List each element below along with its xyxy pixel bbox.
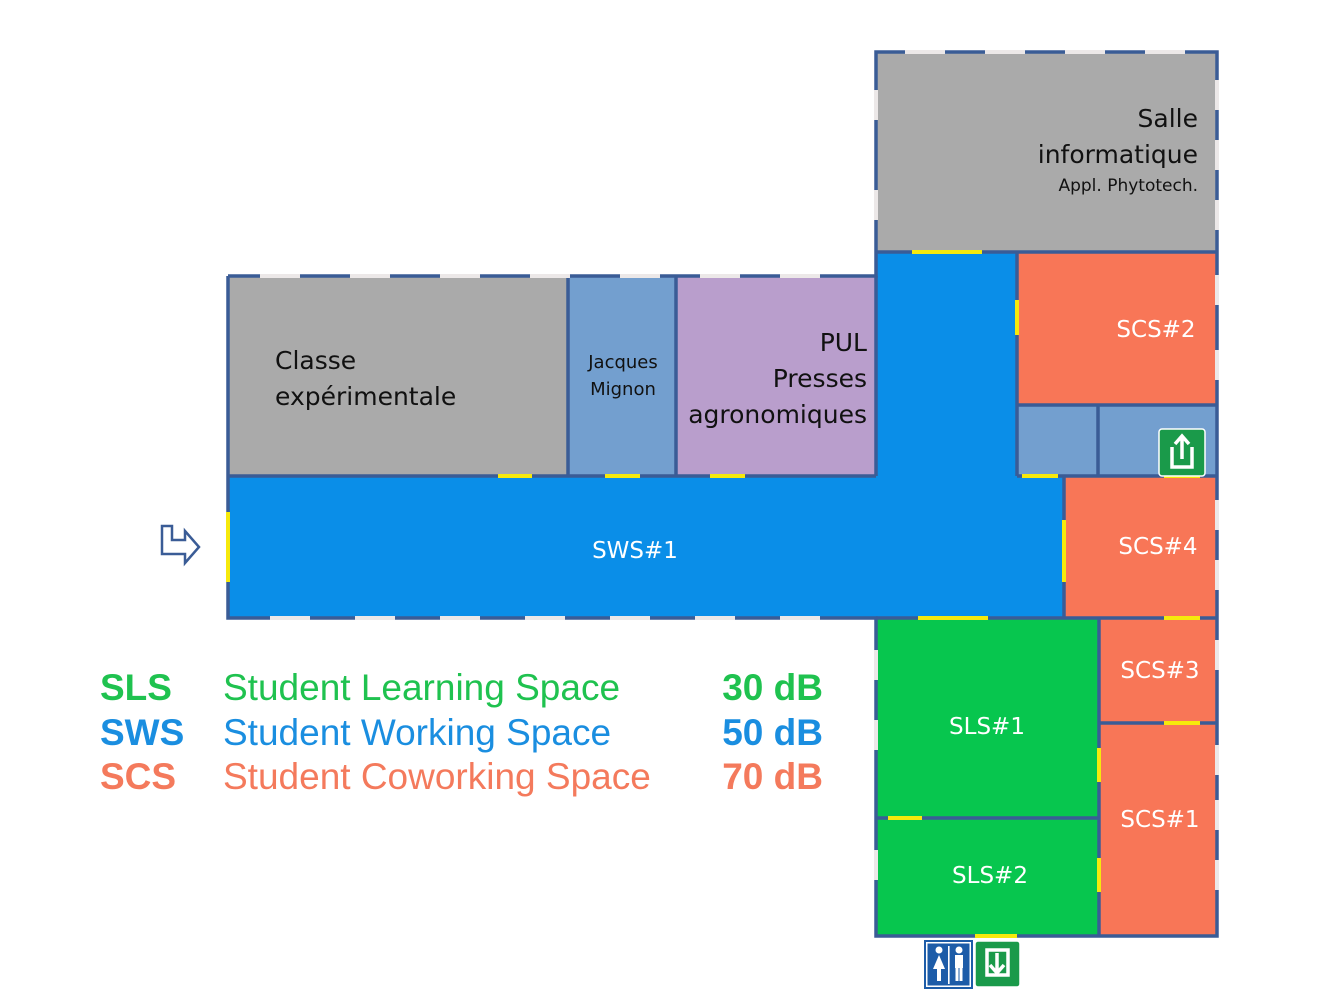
- room-jacques-mignon[interactable]: [568, 276, 676, 476]
- legend-name-sls: Student Learning Space: [223, 667, 620, 708]
- legend-code-scs: SCS: [100, 756, 176, 797]
- room-scs1[interactable]: [1099, 723, 1217, 936]
- label-scs3: SCS#3: [1120, 658, 1199, 684]
- room-pul[interactable]: [676, 276, 876, 476]
- room-salle-informatique[interactable]: [876, 52, 1217, 252]
- room-scs2[interactable]: [1017, 252, 1217, 405]
- room-classe-experimentale[interactable]: [228, 276, 568, 476]
- label-scs1: SCS#1: [1120, 807, 1199, 833]
- label-scs2: SCS#2: [1116, 317, 1195, 343]
- room-sws1-vertical[interactable]: [876, 252, 1017, 478]
- jacques-line1: Jacques: [587, 352, 658, 373]
- pul-line1: PUL: [820, 328, 867, 357]
- rooms-layer: [228, 52, 1217, 936]
- pul-line2: Presses: [773, 364, 867, 393]
- legend: SLS Student Learning Space 30 dB SWS Stu…: [100, 667, 823, 797]
- room-sls1[interactable]: [876, 618, 1099, 818]
- windows-layer: [260, 50, 1219, 890]
- label-sls1: SLS#1: [949, 714, 1025, 740]
- room-scs3[interactable]: [1099, 618, 1217, 723]
- classe-line2: expérimentale: [275, 382, 456, 411]
- label-sls2: SLS#2: [952, 863, 1028, 889]
- entrance-arrow-icon: [160, 524, 201, 567]
- legend-name-scs: Student Coworking Space: [223, 756, 651, 797]
- label-scs4: SCS#4: [1118, 534, 1197, 560]
- pul-line3: agronomiques: [688, 400, 867, 429]
- jacques-line2: Mignon: [590, 379, 656, 400]
- salle-title-line1: Salle: [1138, 104, 1198, 133]
- emergency-exit-icon[interactable]: [1158, 428, 1206, 477]
- legend-level-sls: 30 dB: [722, 667, 823, 708]
- legend-name-sws: Student Working Space: [223, 712, 611, 753]
- label-sws1: SWS#1: [592, 538, 678, 564]
- salle-title-line2: informatique: [1038, 140, 1198, 169]
- room-small-office-1[interactable]: [1017, 405, 1098, 476]
- doors-layer: [226, 250, 1200, 938]
- room-sws1-corridor[interactable]: [228, 476, 1064, 618]
- room-sls2[interactable]: [876, 818, 1099, 936]
- legend-code-sws: SWS: [100, 712, 184, 753]
- legend-code-sls: SLS: [100, 667, 172, 708]
- restroom-icon[interactable]: [924, 940, 973, 989]
- emergency-exit-down-icon[interactable]: [974, 940, 1021, 988]
- room-scs4[interactable]: [1064, 476, 1217, 618]
- classe-line1: Classe: [275, 346, 356, 375]
- salle-subtitle: Appl. Phytotech.: [1058, 176, 1198, 196]
- legend-level-scs: 70 dB: [722, 756, 823, 797]
- legend-level-sws: 50 dB: [722, 712, 823, 753]
